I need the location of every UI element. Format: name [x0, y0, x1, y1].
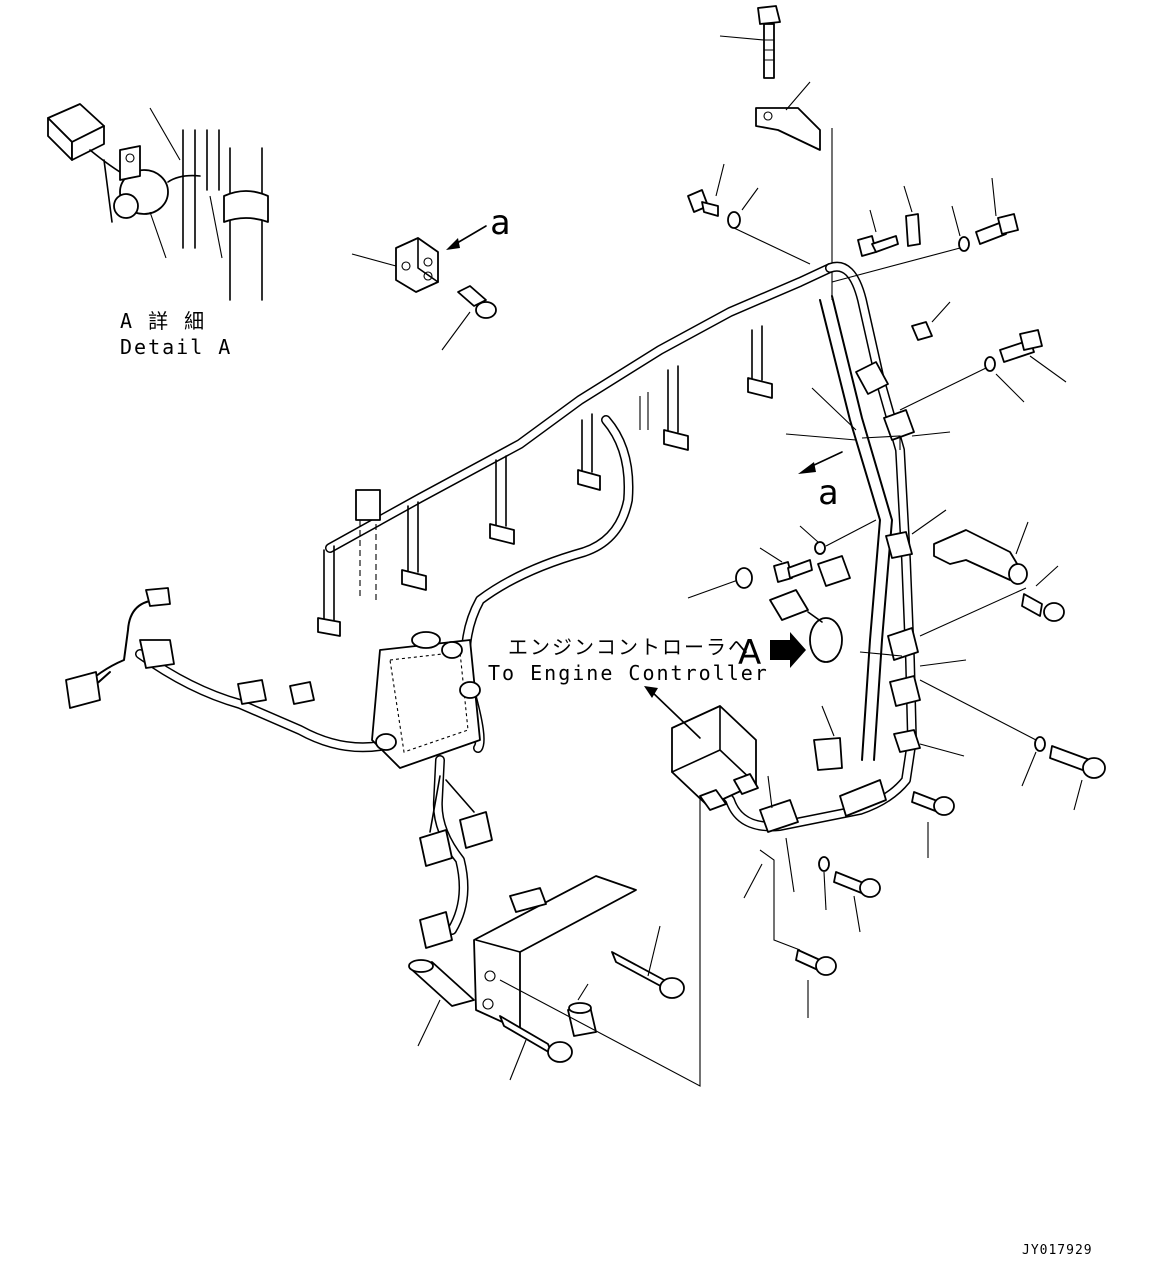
bolt-icon [457, 285, 497, 319]
arrow-icon [770, 632, 806, 668]
connector-icon [769, 589, 809, 621]
injector-drops [317, 325, 773, 637]
top-bolt-bracket [719, 5, 833, 300]
clamp-icon [893, 729, 921, 753]
bolt-icon [757, 5, 781, 79]
arrow-icon [649, 689, 701, 739]
controller-label-en: To Engine Controller [488, 661, 769, 685]
label-a-mid: a [818, 473, 838, 513]
clamp-icon [223, 190, 269, 223]
main-harness [69, 261, 917, 935]
bolt-icon [611, 951, 685, 999]
washer-icon [984, 356, 996, 372]
washer-icon [818, 856, 830, 872]
bolt-icon [1021, 593, 1065, 622]
clamp-icon [855, 361, 889, 395]
bolt-icon [795, 949, 837, 976]
connector-icon [459, 811, 493, 849]
bracket-icon [905, 213, 921, 247]
washer-icon [958, 236, 970, 252]
bolt-icon [773, 559, 813, 583]
bolt-icon [857, 235, 899, 257]
washer-icon [1034, 736, 1046, 752]
clamp-icon [883, 409, 915, 441]
detail-title-jp: A 詳 細 [120, 309, 206, 333]
washer-icon [814, 541, 826, 555]
bracket-icon [813, 737, 843, 771]
connector-icon [419, 911, 453, 949]
bolt-icon [687, 189, 719, 217]
label-a-top: a [490, 203, 510, 243]
arrow-icon [811, 451, 843, 467]
right-hardware: a [687, 163, 1106, 1018]
bolt-icon [911, 791, 955, 816]
detail-a-inset: A 詳 細 Detail A [47, 103, 269, 359]
bracket-icon [755, 107, 821, 151]
view-marker-a: A [687, 567, 843, 673]
controller-label-jp: エンジンコントローラへ [508, 635, 750, 659]
bottom-bracket [408, 789, 722, 1087]
bolt-icon [975, 213, 1019, 245]
bolt-icon [499, 1015, 573, 1063]
connector-icon [419, 829, 453, 867]
controller-connector: エンジンコントローラへ To Engine Controller [488, 635, 769, 811]
clamp-icon [889, 675, 921, 707]
bolt-icon [833, 871, 881, 898]
drawing-code: JY017929 [1022, 1243, 1093, 1258]
bolt-icon [999, 329, 1043, 363]
clamp-a-view: a [351, 203, 510, 351]
connector-icon [817, 555, 851, 587]
bolt-icon [1049, 745, 1106, 779]
detail-title-en: Detail A [120, 335, 232, 359]
fuel-pump-block [65, 587, 481, 769]
clamp-icon [759, 799, 799, 833]
clamp-icon [885, 531, 913, 559]
washer-icon [727, 211, 741, 229]
view-marker-letter: A [738, 633, 761, 673]
bottom-connectors [419, 775, 493, 949]
clamp-icon [887, 627, 919, 661]
